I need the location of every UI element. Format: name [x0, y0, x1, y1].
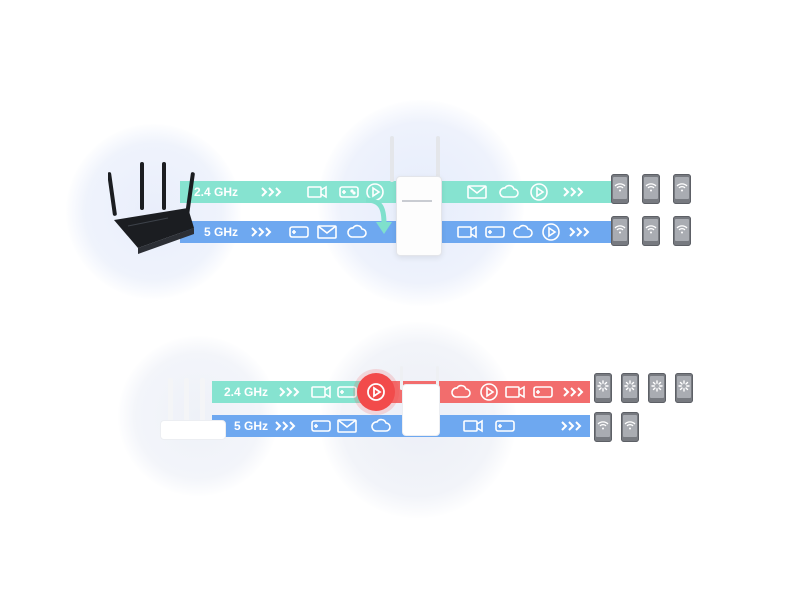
chevrons-icon: [558, 415, 588, 437]
phone-icon: [675, 373, 693, 403]
phone-icon: [594, 373, 612, 403]
phone-icon: [673, 216, 691, 246]
black-router: [107, 162, 196, 258]
gamepad-icon: [532, 381, 554, 403]
wifi-icon: [645, 181, 657, 193]
wifi-icon: [676, 223, 688, 235]
band-label: 5 GHz: [234, 419, 269, 433]
phone-icon: [642, 174, 660, 204]
phone-icon: [594, 412, 612, 442]
band-switch-arrow-icon: [365, 197, 392, 234]
band-label: 5 GHz: [204, 225, 239, 239]
phone-icon: [621, 412, 639, 442]
chevrons-icon: [248, 221, 278, 243]
play-icon: [365, 381, 387, 403]
camera-icon: [456, 221, 478, 243]
bottom-band-5ghz: 5 GHz: [212, 415, 590, 437]
wifi-icon: [676, 181, 688, 193]
cloud-upload-icon: [512, 221, 534, 243]
gamepad-icon: [338, 181, 360, 203]
wifi-icon: [614, 223, 626, 235]
band-label: 2.4 GHz: [224, 385, 269, 399]
cloud-upload-icon: [346, 221, 368, 243]
camera-icon: [310, 381, 332, 403]
range-extender: [388, 132, 448, 256]
gamepad-icon: [484, 221, 506, 243]
cloud-upload-icon: [498, 181, 520, 203]
band-label: 2.4 GHz: [194, 185, 239, 199]
range-extender: [398, 366, 442, 436]
router-signal-halo: [66, 124, 241, 299]
chevrons-icon: [560, 381, 590, 403]
wifi-icon: [645, 223, 657, 235]
chevrons-icon: [566, 221, 596, 243]
play-icon: [528, 181, 550, 203]
cloud-upload-icon: [370, 415, 392, 437]
mail-icon: [316, 221, 338, 243]
wifi-icon: [614, 181, 626, 193]
phone-icon: [621, 373, 639, 403]
loading-icon: [597, 380, 609, 392]
camera-icon: [504, 381, 526, 403]
gamepad-icon: [288, 221, 310, 243]
loading-icon: [624, 380, 636, 392]
white-router: [160, 378, 226, 440]
cloud-upload-icon: [450, 381, 472, 403]
loading-icon: [678, 380, 690, 392]
gamepad-icon: [310, 415, 332, 437]
play-icon: [540, 221, 562, 243]
wifi-icon: [597, 419, 609, 431]
chevrons-icon: [276, 381, 306, 403]
gamepad-icon: [336, 381, 358, 403]
congestion-marker: [357, 373, 395, 411]
camera-icon: [306, 181, 328, 203]
loading-icon: [651, 380, 663, 392]
gamepad-icon: [494, 415, 516, 437]
phone-icon: [611, 174, 629, 204]
phone-icon: [642, 216, 660, 246]
chevrons-icon: [272, 415, 302, 437]
chevrons-icon: [258, 181, 288, 203]
camera-icon: [462, 415, 484, 437]
bottom-band-2-4ghz: 2.4 GHz: [212, 381, 378, 403]
chevrons-icon: [560, 181, 590, 203]
phone-icon: [673, 174, 691, 204]
mail-icon: [466, 181, 488, 203]
wifi-icon: [624, 419, 636, 431]
phone-icon: [648, 373, 666, 403]
phone-icon: [611, 216, 629, 246]
play-icon: [478, 381, 500, 403]
mail-icon: [336, 415, 358, 437]
